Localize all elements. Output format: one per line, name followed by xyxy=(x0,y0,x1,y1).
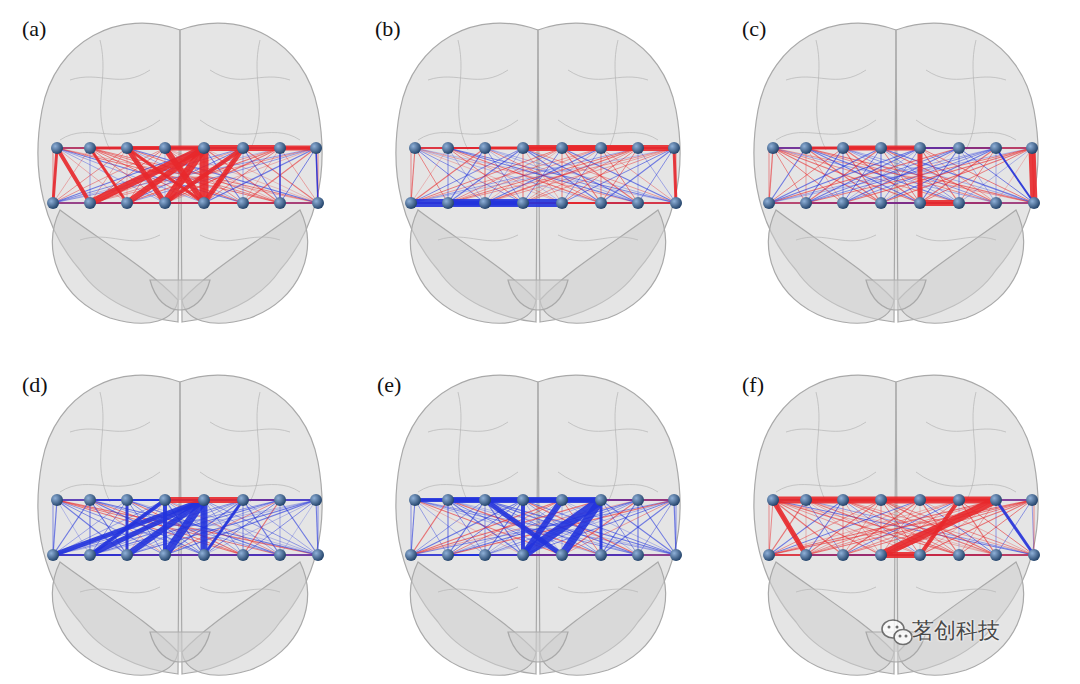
brain-panel xyxy=(396,23,682,323)
panel-label: (b) xyxy=(375,18,401,40)
panel-label: (d) xyxy=(22,374,48,396)
brain-panel xyxy=(38,375,324,675)
brain-panel xyxy=(754,23,1040,323)
watermark: 茗创科技 xyxy=(912,620,1000,642)
brain-panel xyxy=(38,23,324,323)
panel-label: (e) xyxy=(377,374,401,396)
brain-panel xyxy=(396,375,682,675)
panel-label: (f) xyxy=(742,374,764,396)
brain-panel xyxy=(754,375,1040,675)
panel-label: (c) xyxy=(742,18,766,40)
panel-label: (a) xyxy=(22,18,46,40)
